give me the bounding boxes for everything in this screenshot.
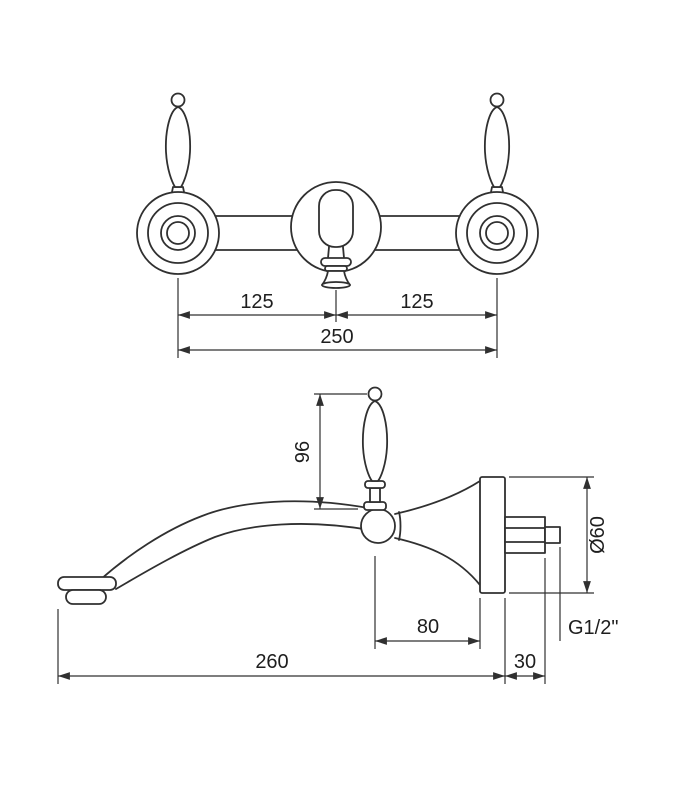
front-spout-outlet — [320, 246, 352, 289]
left-handle-lever — [165, 106, 191, 188]
handle-collar — [364, 480, 386, 489]
right-handle-lever — [484, 106, 510, 188]
right-flange — [455, 191, 539, 275]
outlet-tip — [65, 589, 107, 605]
dim-label-rear-projection: 30 — [514, 651, 536, 673]
left-handle-ball — [170, 92, 186, 108]
spout-upper-edge — [99, 500, 369, 581]
dim-label-right-spacing: 125 — [400, 291, 433, 313]
valve-body — [360, 480, 481, 586]
wall-plate — [479, 476, 506, 594]
handle-base-collar — [363, 501, 387, 511]
handle-lever — [362, 400, 388, 482]
escutcheon-cone-bottom — [394, 537, 481, 586]
spout-socket — [318, 189, 354, 248]
hex-nut — [504, 516, 546, 554]
outlet-collar — [57, 576, 117, 591]
dim-label-spout-reach: 260 — [255, 651, 288, 673]
side-view — [57, 386, 561, 605]
body-collar — [398, 511, 402, 541]
dim-label-total-width: 250 — [320, 326, 353, 348]
side-handle — [362, 386, 388, 511]
side-view-dimensions: 96 80 260 30 Ø60 G1/2" — [57, 393, 618, 684]
dim-label-escutcheon-diameter: Ø60 — [587, 516, 609, 554]
side-spout — [99, 500, 371, 590]
left-handle — [165, 92, 191, 198]
handle-stem — [369, 487, 381, 503]
right-handle-ball — [489, 92, 505, 108]
dim-label-handle-height: 96 — [292, 441, 314, 463]
left-flange — [136, 191, 220, 275]
pipe-stub — [544, 526, 561, 544]
dim-label-connection-thread: G1/2" — [568, 617, 618, 639]
dim-label-valve-offset: 80 — [417, 616, 439, 638]
right-handle — [484, 92, 510, 198]
center-union — [290, 181, 382, 273]
escutcheon-cone-top — [394, 480, 481, 515]
front-view-dimensions: 125 125 250 — [177, 278, 498, 358]
handle-ball — [367, 386, 383, 402]
body-sphere — [360, 508, 396, 544]
front-view — [136, 92, 539, 289]
dim-label-left-spacing: 125 — [240, 291, 273, 313]
spout-outlet — [57, 576, 117, 605]
spout-lower-edge — [115, 523, 371, 590]
